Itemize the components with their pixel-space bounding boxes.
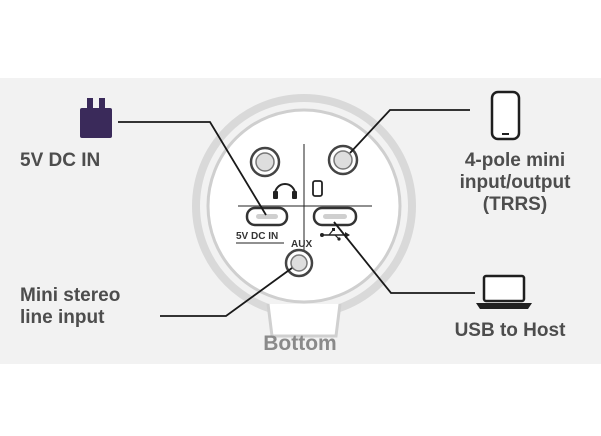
leader-usb <box>333 221 475 294</box>
aux-text: AUX <box>291 239 312 250</box>
headphone-jack <box>249 146 281 178</box>
label-bottom-text: Bottom <box>263 332 337 355</box>
leader-trrs <box>349 109 470 154</box>
dc-in-port <box>245 206 289 227</box>
label-trrs-line-3: (TRRS) <box>482 194 548 215</box>
leader-lines <box>118 109 475 317</box>
label-mini-stereo: Mini stereo line input <box>20 285 160 329</box>
label-usb-host-text: USB to Host <box>454 320 566 341</box>
leader-mini-stereo <box>160 267 293 317</box>
aux-jack <box>284 248 314 278</box>
label-bottom: Bottom <box>240 333 360 355</box>
usb-port <box>312 206 358 227</box>
label-dc-in: 5V DC IN <box>20 150 160 172</box>
label-trrs: 4-pole mini input/output (TRRS) <box>440 150 590 216</box>
label-usb-host: USB to Host <box>430 320 590 342</box>
headphones-icon <box>273 183 297 199</box>
label-mini-stereo-line-2: line input <box>20 307 105 328</box>
label-trrs-line-2: input/output <box>459 172 571 193</box>
mini-phone-icon <box>312 180 323 197</box>
device-body <box>192 94 416 338</box>
label-dc-in-text: 5V DC IN <box>20 150 101 171</box>
leader-dc-in <box>118 121 267 216</box>
laptop-icon <box>476 274 532 309</box>
label-mini-stereo-line-1: Mini stereo <box>20 285 121 306</box>
usb-symbol-icon <box>320 228 350 241</box>
phone-icon <box>490 90 521 141</box>
power-adapter-icon <box>80 98 112 138</box>
label-trrs-line-1: 4-pole mini <box>464 150 566 171</box>
dc-in-small-text: 5V DC IN <box>236 231 278 242</box>
